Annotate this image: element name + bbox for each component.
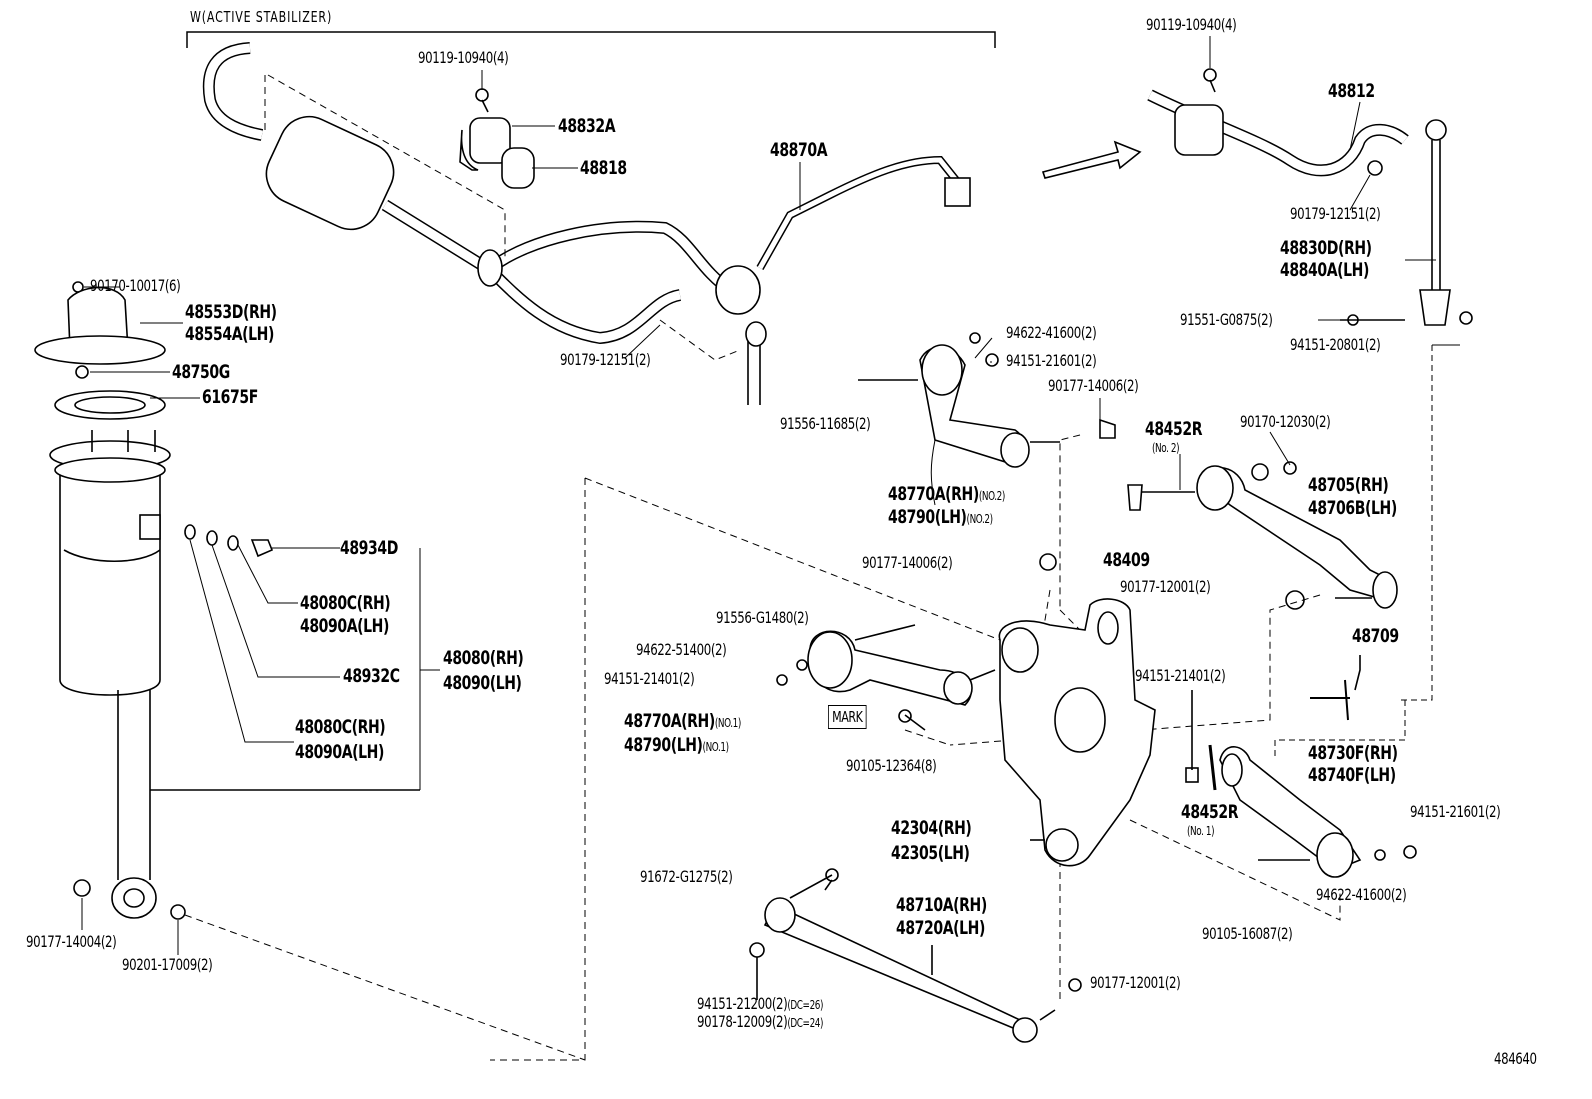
part-number: 48790(LH) [888, 506, 967, 528]
lower-control-arm-48730F [1185, 655, 1417, 878]
part-label[interactable]: 48710A(RH) [896, 894, 987, 916]
part-label[interactable]: 94151-21601(2) [1410, 802, 1501, 821]
part-label[interactable]: 94622-41600(2) [1316, 885, 1407, 904]
part-label[interactable]: 91556-11685(2) [780, 414, 871, 433]
part-label[interactable]: 48932C [343, 665, 400, 687]
air-suspension-shock-absorber [49, 430, 420, 920]
part-label[interactable]: 48934D [340, 537, 398, 559]
part-label[interactable]: 48812 [1328, 80, 1375, 102]
part-label[interactable]: 48080C(RH) [300, 592, 391, 614]
toe-control-rod-48710A [749, 868, 1082, 1043]
part-number: 94151-21200(2) [697, 994, 788, 1013]
part-note: (NO.2) [978, 489, 1005, 503]
part-label[interactable]: 48554A(LH) [185, 323, 274, 345]
section-bracket [186, 31, 996, 48]
part-label[interactable]: 90177-12001(2) [1090, 973, 1181, 992]
part-label-note: (No. 2) [1152, 441, 1180, 455]
part-number: 48770A(RH) [624, 710, 715, 732]
part-label[interactable]: 91556-G1480(2) [716, 608, 809, 627]
part-note: (NO.1) [702, 740, 729, 754]
part-label[interactable]: 48452R [1145, 418, 1203, 440]
part-label[interactable]: 90177-14006(2) [862, 553, 953, 572]
part-label[interactable]: 48790(LH)(NO.2) [888, 506, 993, 530]
part-note: (DC=24) [787, 1016, 824, 1030]
part-label[interactable]: 48553D(RH) [185, 301, 277, 323]
part-label[interactable]: 61675F [202, 386, 258, 408]
dashed-guide-lines [184, 74, 1341, 1061]
part-label[interactable]: 94151-21601(2) [1006, 351, 1097, 370]
part-label[interactable]: 42305(LH) [891, 842, 970, 864]
part-label[interactable]: 90105-12364(8) [846, 756, 937, 775]
part-label[interactable]: 94151-20801(2) [1290, 335, 1381, 354]
leader-lines [81, 36, 1460, 955]
active-stabilizer-bar [202, 42, 971, 405]
part-label[interactable]: 48830D(RH) [1280, 237, 1372, 259]
part-label[interactable]: 90177-14006(2) [1048, 376, 1139, 395]
air-spring-mount [34, 281, 166, 420]
part-label[interactable]: 90179-12151(2) [1290, 204, 1381, 223]
part-label[interactable]: 90178-12009(2)(DC=24) [697, 1011, 823, 1034]
part-label[interactable]: 48705(RH) [1308, 474, 1389, 496]
part-label[interactable]: 48090A(LH) [300, 615, 389, 637]
part-label[interactable]: 90119-10940(4) [1146, 15, 1237, 34]
part-label[interactable]: 90177-12001(2) [1120, 577, 1211, 596]
part-label[interactable]: 90105-16087(2) [1202, 924, 1293, 943]
part-number: 90178-12009(2) [697, 1012, 788, 1031]
part-label[interactable]: 90201-17009(2) [122, 955, 213, 974]
stabilizer-bushing-bracket [459, 88, 535, 189]
part-label[interactable]: 94622-41600(2) [1006, 323, 1097, 342]
part-label[interactable]: 90177-14004(2) [26, 932, 117, 951]
upper-control-arm-no2 [858, 332, 1116, 468]
part-label[interactable]: 94622-51400(2) [636, 640, 727, 659]
part-label[interactable]: 48730F(RH) [1308, 742, 1398, 764]
part-label[interactable]: 91551-G0875(2) [1180, 310, 1273, 329]
part-label[interactable]: 48409 [1103, 549, 1150, 571]
part-label[interactable]: 90170-10017(6) [90, 276, 181, 295]
part-label[interactable]: 90179-12151(2) [560, 350, 651, 369]
part-label[interactable]: 48770A(RH)(NO.1) [624, 710, 741, 734]
rear-axle-carrier-knuckle [998, 598, 1156, 867]
part-number: 48790(LH) [624, 734, 703, 756]
part-label[interactable]: 48832A [558, 115, 616, 137]
part-label[interactable]: 48720A(LH) [896, 917, 985, 939]
part-label-note: (No. 1) [1187, 824, 1215, 838]
part-label[interactable]: 48790(LH)(NO.1) [624, 734, 729, 758]
part-label[interactable]: 94151-21401(2) [1135, 666, 1226, 685]
section-title: W(ACTIVE STABILIZER) [190, 8, 333, 26]
part-label[interactable]: 48709 [1352, 625, 1399, 647]
part-label[interactable]: 48080(RH) [443, 647, 524, 669]
part-label[interactable]: 48740F(LH) [1308, 764, 1396, 786]
part-label[interactable]: 48706B(LH) [1308, 497, 1397, 519]
part-note: (NO.2) [966, 512, 993, 526]
part-label[interactable]: 48090(LH) [443, 672, 522, 694]
part-label[interactable]: 94151-21401(2) [604, 669, 695, 688]
part-label[interactable]: 48452R [1181, 801, 1239, 823]
part-label[interactable]: 91672-G1275(2) [640, 867, 733, 886]
part-note: (DC=26) [787, 998, 824, 1012]
upper-control-arm-48705 [1039, 461, 1398, 610]
part-label[interactable]: 94151-21200(2)(DC=26) [697, 993, 823, 1016]
stabilizer-link [1274, 119, 1473, 760]
part-label[interactable]: 48870A [770, 139, 828, 161]
part-number: 48770A(RH) [888, 483, 979, 505]
part-label[interactable]: 48770A(RH)(NO.2) [888, 483, 1005, 507]
illustration-number: 484640 [1494, 1049, 1537, 1068]
o-rings [184, 524, 274, 558]
part-label[interactable]: 42304(RH) [891, 817, 972, 839]
part-label[interactable]: 90170-12030(2) [1240, 412, 1331, 431]
mark-label: MARK [828, 705, 867, 729]
part-label[interactable]: 48818 [580, 157, 627, 179]
part-label[interactable]: 48090A(LH) [295, 741, 384, 763]
upper-control-arm-no1 [776, 624, 996, 731]
part-label[interactable]: 48080C(RH) [295, 716, 386, 738]
rear-stabilizer-bar [1041, 68, 1409, 179]
part-label[interactable]: 48840A(LH) [1280, 259, 1369, 281]
part-label[interactable]: 90119-10940(4) [418, 48, 509, 67]
part-note: (NO.1) [714, 716, 741, 730]
part-label[interactable]: 48750G [172, 361, 230, 383]
